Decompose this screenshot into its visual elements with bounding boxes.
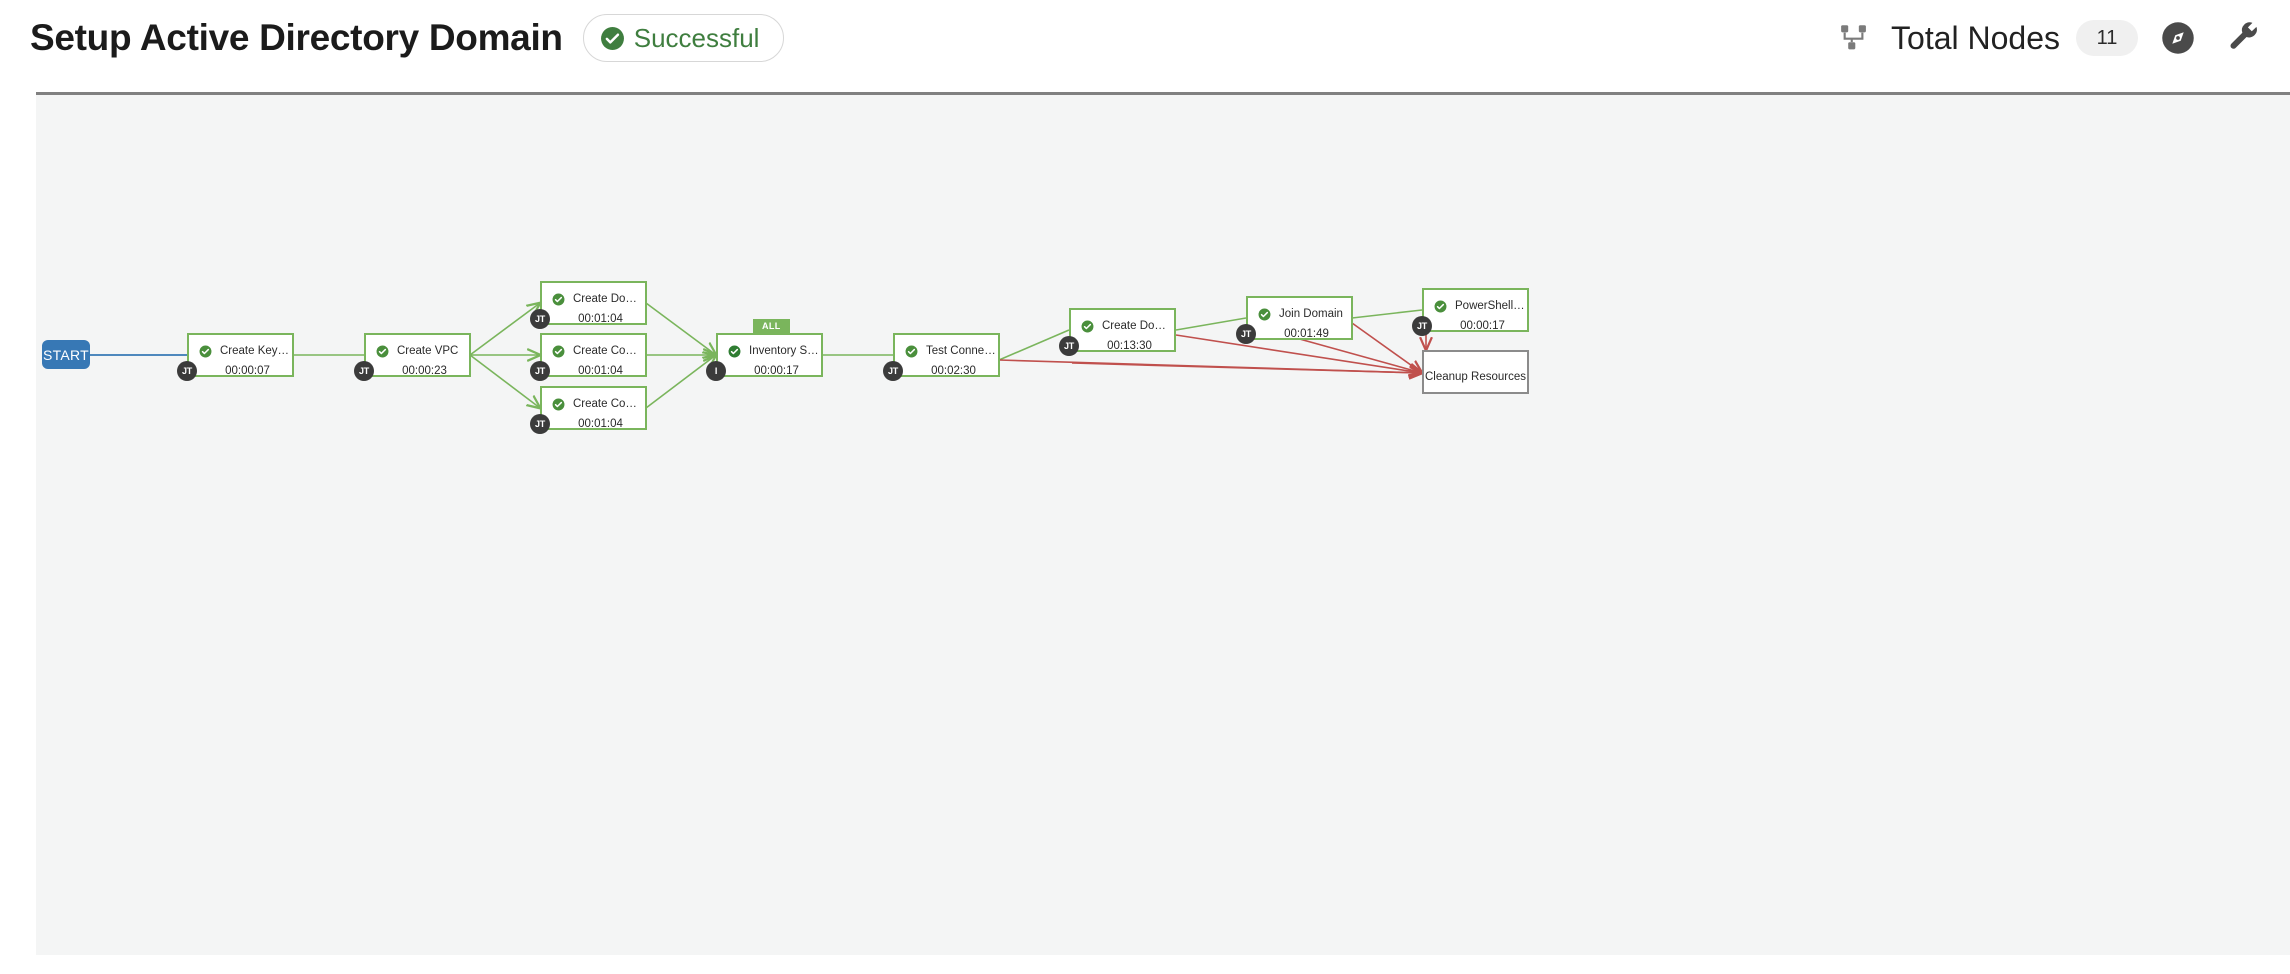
check-circle-icon [905,345,918,357]
check-circle-icon [1258,308,1271,320]
node-title: Test Connectivity [926,345,998,357]
status-label: Successful [633,22,760,53]
header-divider [36,92,2290,95]
node-title: Cleanup Resources [1424,371,1526,383]
total-nodes-count-badge: 11 [2076,20,2138,56]
check-circle-icon [552,398,565,410]
node-duration: 00:02:30 [931,365,976,377]
node-create-vpc[interactable]: Create VPC 00:00:23 [364,333,471,377]
header-actions: Total Nodes 11 [1839,8,2262,68]
node-create-domain[interactable]: Create Domain 00:13:30 [1069,308,1176,352]
node-header: Test Connectivity [895,335,998,358]
node-cleanup-resources[interactable]: Cleanup Resources [1422,350,1529,394]
node-header: Create Domain Contr... [542,283,645,306]
check-circle-icon [1434,300,1447,312]
node-header: Inventory Sync [718,335,821,358]
node-title: Create Domain Contr... [573,293,645,305]
actor-badge[interactable]: I [706,361,726,381]
actor-badge[interactable]: JT [883,361,903,381]
node-title: Join Domain [1279,308,1343,320]
wrench-icon[interactable] [2226,20,2262,56]
start-node[interactable]: START [42,340,90,369]
node-header: Create Domain [1071,310,1174,333]
actor-badge[interactable]: JT [177,361,197,381]
actor-badge[interactable]: JT [1412,316,1432,336]
actor-badge[interactable]: JT [530,309,550,329]
node-title: Create Domain [1102,320,1174,332]
node-duration: 00:01:04 [578,313,623,325]
node-title: Create Computer (1) [573,345,645,357]
sitemap-icon[interactable] [1839,21,1873,55]
check-circle-icon [1081,320,1094,332]
app-header: Setup Active Directory Domain Successful… [0,0,2290,93]
node-create-computer-1[interactable]: Create Computer (1) 00:01:04 [540,333,647,377]
node-create-keypair[interactable]: Create Keypair 00:00:07 [187,333,294,377]
actor-badge[interactable]: JT [530,414,550,434]
compass-icon[interactable] [2160,20,2196,56]
node-title: Create Computer (2) [573,398,645,410]
check-circle-icon [552,293,565,305]
check-circle-icon [600,26,624,50]
node-header: Create VPC [366,335,469,358]
page-title: Setup Active Directory Domain [30,17,563,58]
node-duration: 00:00:07 [225,365,270,377]
node-duration: 00:00:23 [402,365,447,377]
check-circle-icon [552,345,565,357]
node-create-computer-2[interactable]: Create Computer (2) 00:01:04 [540,386,647,430]
check-circle-icon [728,345,741,357]
node-header: Create Keypair [189,335,292,358]
node-inventory-sync[interactable]: Inventory Sync 00:00:17 [716,333,823,377]
actor-badge[interactable]: JT [530,361,550,381]
node-title: PowerShell Validation [1455,300,1527,312]
node-duration: 00:01:49 [1284,328,1329,340]
node-header: Create Computer (1) [542,335,645,358]
node-header: Create Computer (2) [542,388,645,411]
node-powershell-validation[interactable]: PowerShell Validation 00:00:17 [1422,288,1529,332]
workflow-canvas[interactable]: START Create Keypair 00:00:07 JT Create … [36,95,2290,955]
all-badge: ALL [753,319,790,334]
workflow-edges [90,95,2290,955]
check-circle-icon [376,345,389,357]
total-nodes-label: Total Nodes [1891,19,2060,56]
actor-badge[interactable]: JT [1236,324,1256,344]
check-circle-icon [199,345,212,357]
node-join-domain[interactable]: Join Domain 00:01:49 [1246,296,1353,340]
actor-badge[interactable]: JT [1059,336,1079,356]
node-title: Create Keypair [220,345,292,357]
node-duration: 00:00:17 [754,365,799,377]
node-title: Inventory Sync [749,345,821,357]
node-header: Join Domain [1248,298,1351,321]
node-duration: 00:00:17 [1460,320,1505,332]
node-duration: 00:01:04 [578,418,623,430]
node-create-domain-controller[interactable]: Create Domain Contr... 00:01:04 [540,281,647,325]
title-group: Setup Active Directory Domain Successful [30,14,785,62]
node-title: Create VPC [397,345,459,357]
node-duration: 00:13:30 [1107,340,1152,352]
status-badge: Successful [582,14,785,62]
node-header: PowerShell Validation [1424,290,1527,313]
actor-badge[interactable]: JT [354,361,374,381]
node-duration: 00:01:04 [578,365,623,377]
node-test-connectivity[interactable]: Test Connectivity 00:02:30 [893,333,1000,377]
